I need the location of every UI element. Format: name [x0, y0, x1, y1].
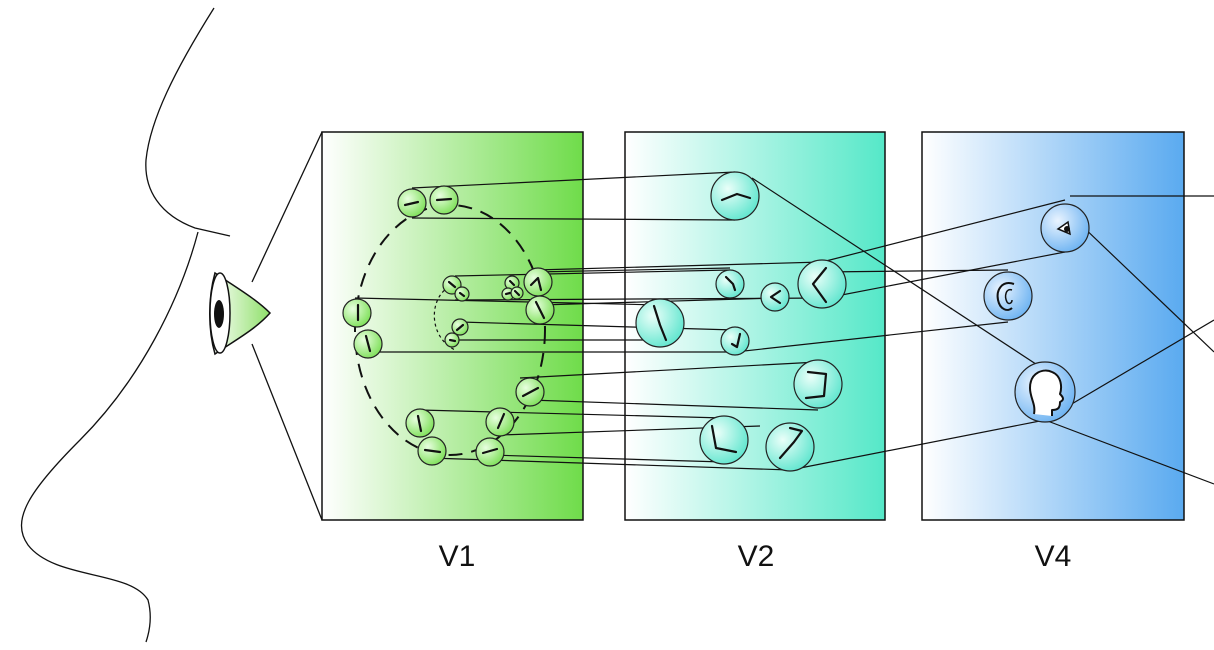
v1-field [417, 436, 447, 466]
v1-label: V1 [439, 540, 476, 573]
v2-field [797, 259, 847, 309]
v1-field [353, 329, 383, 359]
v2-field [710, 171, 760, 221]
v1-field [397, 188, 427, 218]
v1-field [523, 267, 553, 297]
v1-field [475, 437, 505, 467]
v2-field [635, 298, 685, 348]
v2-label: V2 [738, 540, 775, 573]
v2-receptive-fields [635, 171, 847, 472]
v4-panel [921, 131, 1185, 521]
v1-field [515, 377, 545, 407]
v4-field-eye [1040, 203, 1090, 253]
v2-field [765, 422, 815, 472]
v1-field [342, 298, 372, 328]
v1-receptive-fields [342, 185, 555, 467]
visual-field-projection [251, 131, 323, 521]
v4-receptive-fields [983, 203, 1090, 423]
v4-field-ear [983, 271, 1033, 321]
v1-field [405, 408, 435, 438]
v1-field [444, 332, 460, 348]
v2-field [793, 359, 843, 409]
v1-field [485, 407, 515, 437]
v1-field [451, 318, 469, 336]
v4-label: V4 [1035, 540, 1072, 573]
v2-field [699, 415, 749, 465]
eye-icon [209, 271, 272, 356]
v2-field [760, 282, 790, 312]
face-profile [20, 7, 231, 643]
v2-field [720, 326, 750, 356]
v4-field-head [1014, 361, 1076, 423]
v1-field [510, 286, 524, 300]
v1-field [525, 295, 555, 325]
v2-field [715, 269, 745, 299]
v1-field [454, 286, 470, 302]
v1-field [429, 185, 459, 215]
